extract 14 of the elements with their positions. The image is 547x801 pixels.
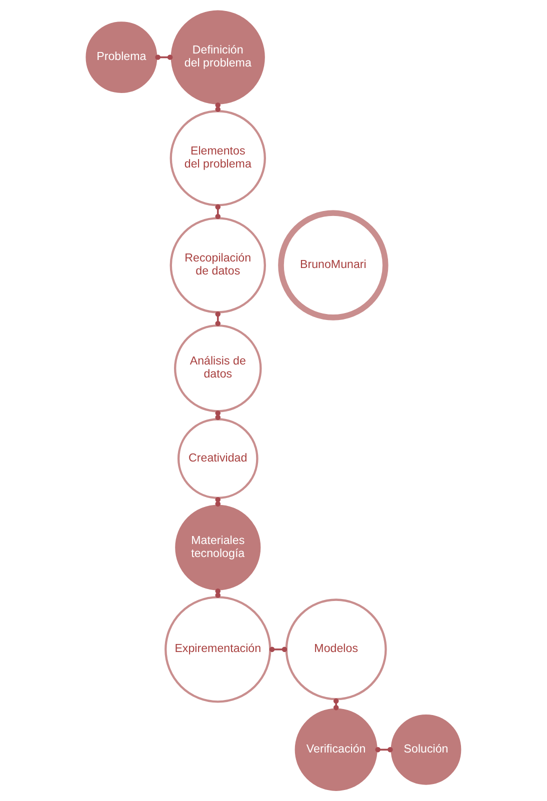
connector [215,311,221,326]
node-circle: Recopilación de datos [170,217,266,314]
connector [269,646,288,652]
node-circle: Problema [86,22,158,93]
node-circle: Solución [390,714,462,785]
node-circle: Definición del problema [170,10,265,104]
node-circle: BrunoMunari [278,210,388,320]
node-circle: Modelos [285,598,387,700]
node-circle: Materiales tecnología [175,504,261,590]
node-circle: Verificación [294,708,378,791]
node-circle: Expirementación [164,596,272,703]
node-circle: Creatividad [177,418,258,500]
node-circle: Elementos del problema [170,110,266,206]
node-circle: Análisis de datos [174,324,262,412]
